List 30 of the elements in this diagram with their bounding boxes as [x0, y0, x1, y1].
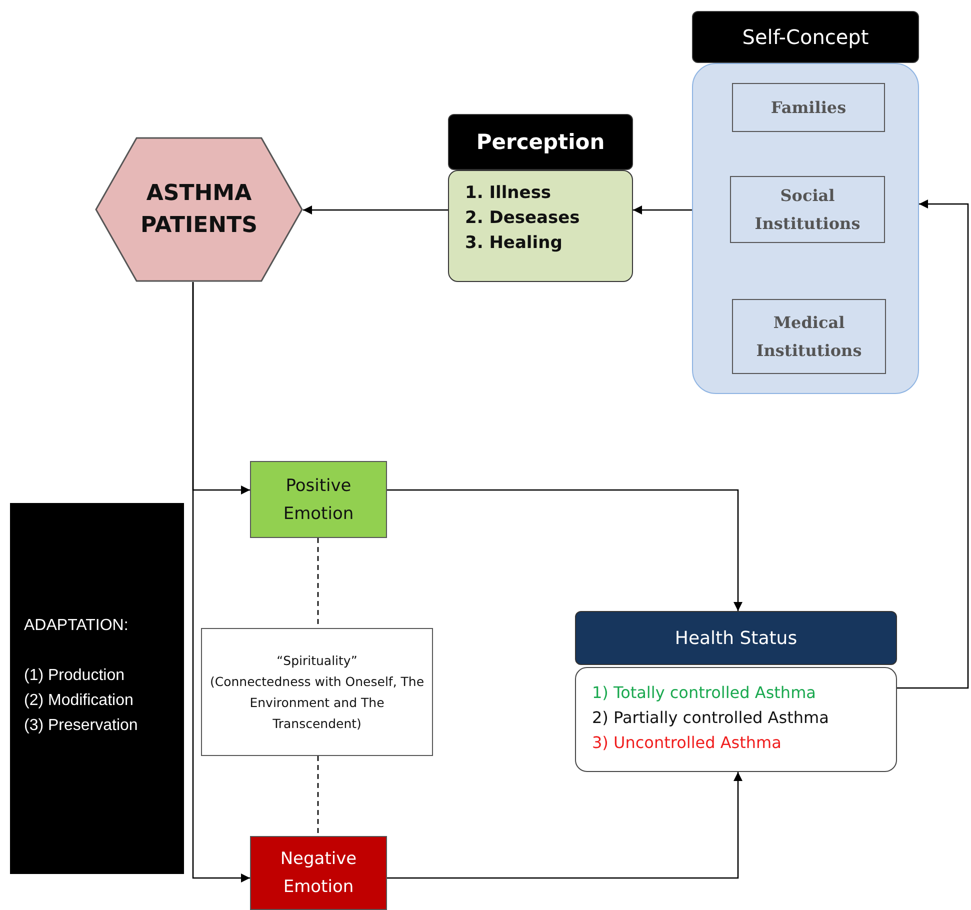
status-item: 3) Uncontrolled Asthma — [592, 732, 782, 754]
header-tab: Health Status — [575, 611, 897, 665]
header-tab: Self-Concept — [692, 11, 919, 63]
category-box: Social Institutions — [730, 176, 885, 243]
panel-heading: ADAPTATION: — [24, 616, 130, 636]
status-item: 2) Partially controlled Asthma — [592, 707, 830, 729]
arrow — [633, 206, 692, 214]
arrow — [387, 772, 742, 879]
category-box: Families — [732, 83, 885, 132]
arrow — [897, 200, 969, 689]
arrow — [303, 206, 448, 214]
category-box: Medical Institutions — [732, 299, 886, 374]
list-item: 1. Illness — [465, 182, 552, 205]
adaptation-panel — [10, 503, 184, 874]
dashed-connector — [317, 756, 319, 836]
list-item: (1) Production — [24, 666, 126, 686]
emotion-box: Negative Emotion — [250, 836, 387, 910]
arrow — [387, 489, 742, 611]
note-box — [201, 628, 433, 756]
list-item: (2) Modification — [24, 691, 134, 711]
status-item: 1) Totally controlled Asthma — [592, 682, 817, 704]
emotion-box: Positive Emotion — [250, 461, 387, 538]
note-text: (Connectedness with Oneself, The Environment and The Transcendent) — [210, 673, 424, 733]
node-label: ASTHMA PATIENTS — [140, 180, 258, 240]
list-item: 3. Healing — [465, 232, 564, 255]
arrow — [192, 282, 250, 882]
list-item: 2. Deseases — [465, 207, 581, 230]
note-text: “Spirituality” — [276, 652, 358, 670]
header-tab: Perception — [448, 114, 633, 170]
list-item: (3) Preservation — [24, 716, 139, 736]
